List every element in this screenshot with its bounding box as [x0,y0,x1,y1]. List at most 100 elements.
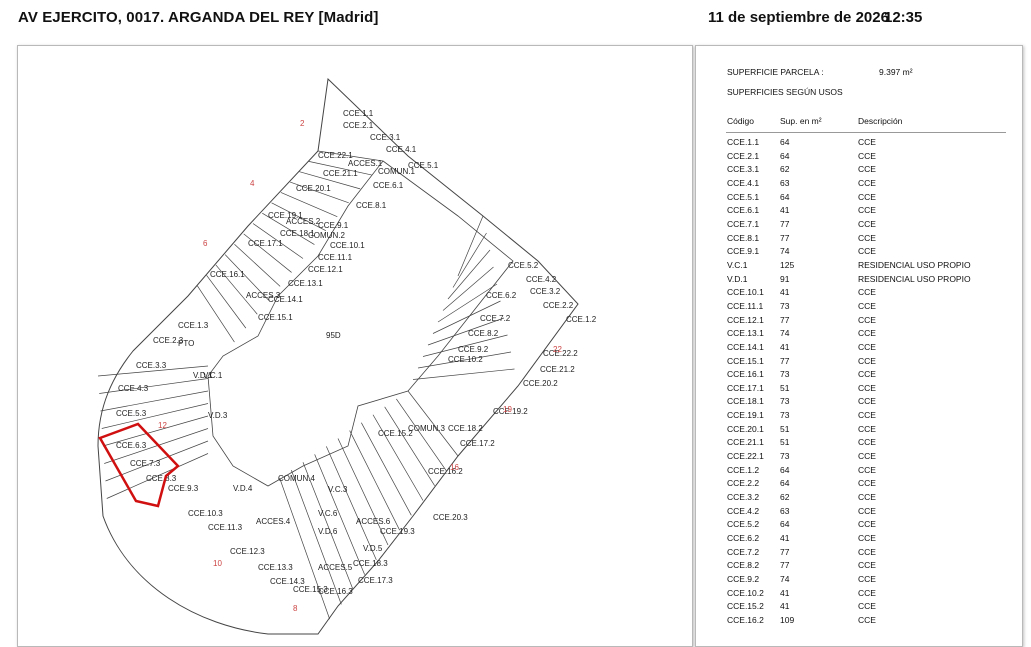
row-code: CCE.14.1 [727,341,764,352]
row-code: CCE.15.1 [727,355,764,366]
row-sup: 64 [780,150,790,161]
row-sup: 77 [780,355,790,366]
unit-label: CCE.5.1 [408,161,439,170]
unit-label: CCE.6.1 [373,181,404,190]
row-code: CCE.7.2 [727,546,760,557]
row-desc: CCE [858,232,876,243]
row-code: CCE.5.2 [727,519,760,530]
row-desc: CCE [858,505,876,516]
map-line [337,438,389,546]
unit-label: CCE.12.1 [308,265,343,274]
unit-label: CCE.19.3 [380,527,415,536]
row-code: CCE.3.1 [727,164,760,175]
row-desc: CCE [858,300,876,311]
row-code: CCE.19.1 [727,410,764,421]
row-sup: 91 [780,273,790,284]
row-sup: 64 [780,464,790,475]
street-number-label: 8 [293,604,298,613]
unit-label: CCE.8.2 [468,329,499,338]
row-sup: 41 [780,587,790,598]
row-sup: 74 [780,246,790,257]
map-line [326,446,377,560]
map-line [234,243,281,287]
row-code: CCE.17.1 [727,382,764,393]
row-desc: CCE [858,150,876,161]
unit-label: CCE.20.3 [433,513,468,522]
parcel-outline [97,77,579,635]
unit-label: COMUN.4 [278,474,315,483]
unit-label: CCE.1.1 [343,109,374,118]
map-line [302,462,354,590]
map-line [417,351,512,369]
row-sup: 64 [780,137,790,147]
map-line [452,232,487,288]
map-line [407,390,459,457]
header-time: 12:35 [884,9,923,26]
row-sup: 77 [780,218,790,229]
street-number-label: 12 [158,421,167,430]
row-sup: 62 [780,164,790,175]
map-line [396,398,447,472]
map-line [290,181,349,204]
unit-label: CCE.7.3 [130,459,161,468]
row-sup: 62 [780,492,790,503]
row-code: CCE.10.1 [727,287,764,298]
row-desc: CCE [858,396,876,407]
unit-label: CCE.3.2 [530,287,561,296]
unit-label: CCE.7.2 [480,314,511,323]
unit-label: CCE.19.2 [493,407,528,416]
map-line [271,202,327,231]
header-date: 11 de septiembre de 2026 [708,9,889,26]
row-desc: RESIDENCIAL USO PROPIO [858,273,971,284]
unit-label: V.D.1 [193,371,213,380]
map-line [299,171,361,190]
unit-label: COMUN.2 [308,231,345,240]
map-line [101,403,209,429]
street-number-label: 10 [213,559,222,568]
unit-label: CCE.9.1 [318,221,349,230]
street-number-label: 22 [553,345,562,354]
map-line [442,266,494,311]
unit-label: ACCES.2 [286,217,321,226]
unit-label: CCE.11.1 [318,253,353,262]
row-desc: CCE [858,478,876,489]
unit-label: CCE.15.3 [293,585,328,594]
row-code: CCE.4.1 [727,177,760,188]
unit-label: PTO [178,339,194,348]
unit-label: ACCES.4 [256,517,291,526]
page-title-address: AV EJERCITO, 0017. ARGANDA DEL REY [Madr… [18,9,379,26]
row-sup: 51 [780,423,790,434]
row-sup: 77 [780,546,790,557]
courtyard-outline [207,160,514,487]
row-desc: CCE [858,137,876,147]
unit-label: CCE.10.3 [188,509,223,518]
unit-label: V.C.1 [203,371,223,380]
map-line [104,428,209,464]
row-sup: 77 [780,560,790,571]
row-code: V.C.1 [727,259,748,270]
map-line [432,300,501,334]
unit-label: CCE.15.2 [378,429,413,438]
unit-label: COMUN.3 [408,424,445,433]
row-sup: 41 [780,341,790,352]
row-code: CCE.11.1 [727,300,764,311]
unit-label: COMUN.1 [378,167,415,176]
street-number-label: 4 [250,179,255,188]
row-sup: 63 [780,177,790,188]
unit-label: CCE.13.1 [288,279,323,288]
unit-label: CCE.17.3 [358,576,393,585]
